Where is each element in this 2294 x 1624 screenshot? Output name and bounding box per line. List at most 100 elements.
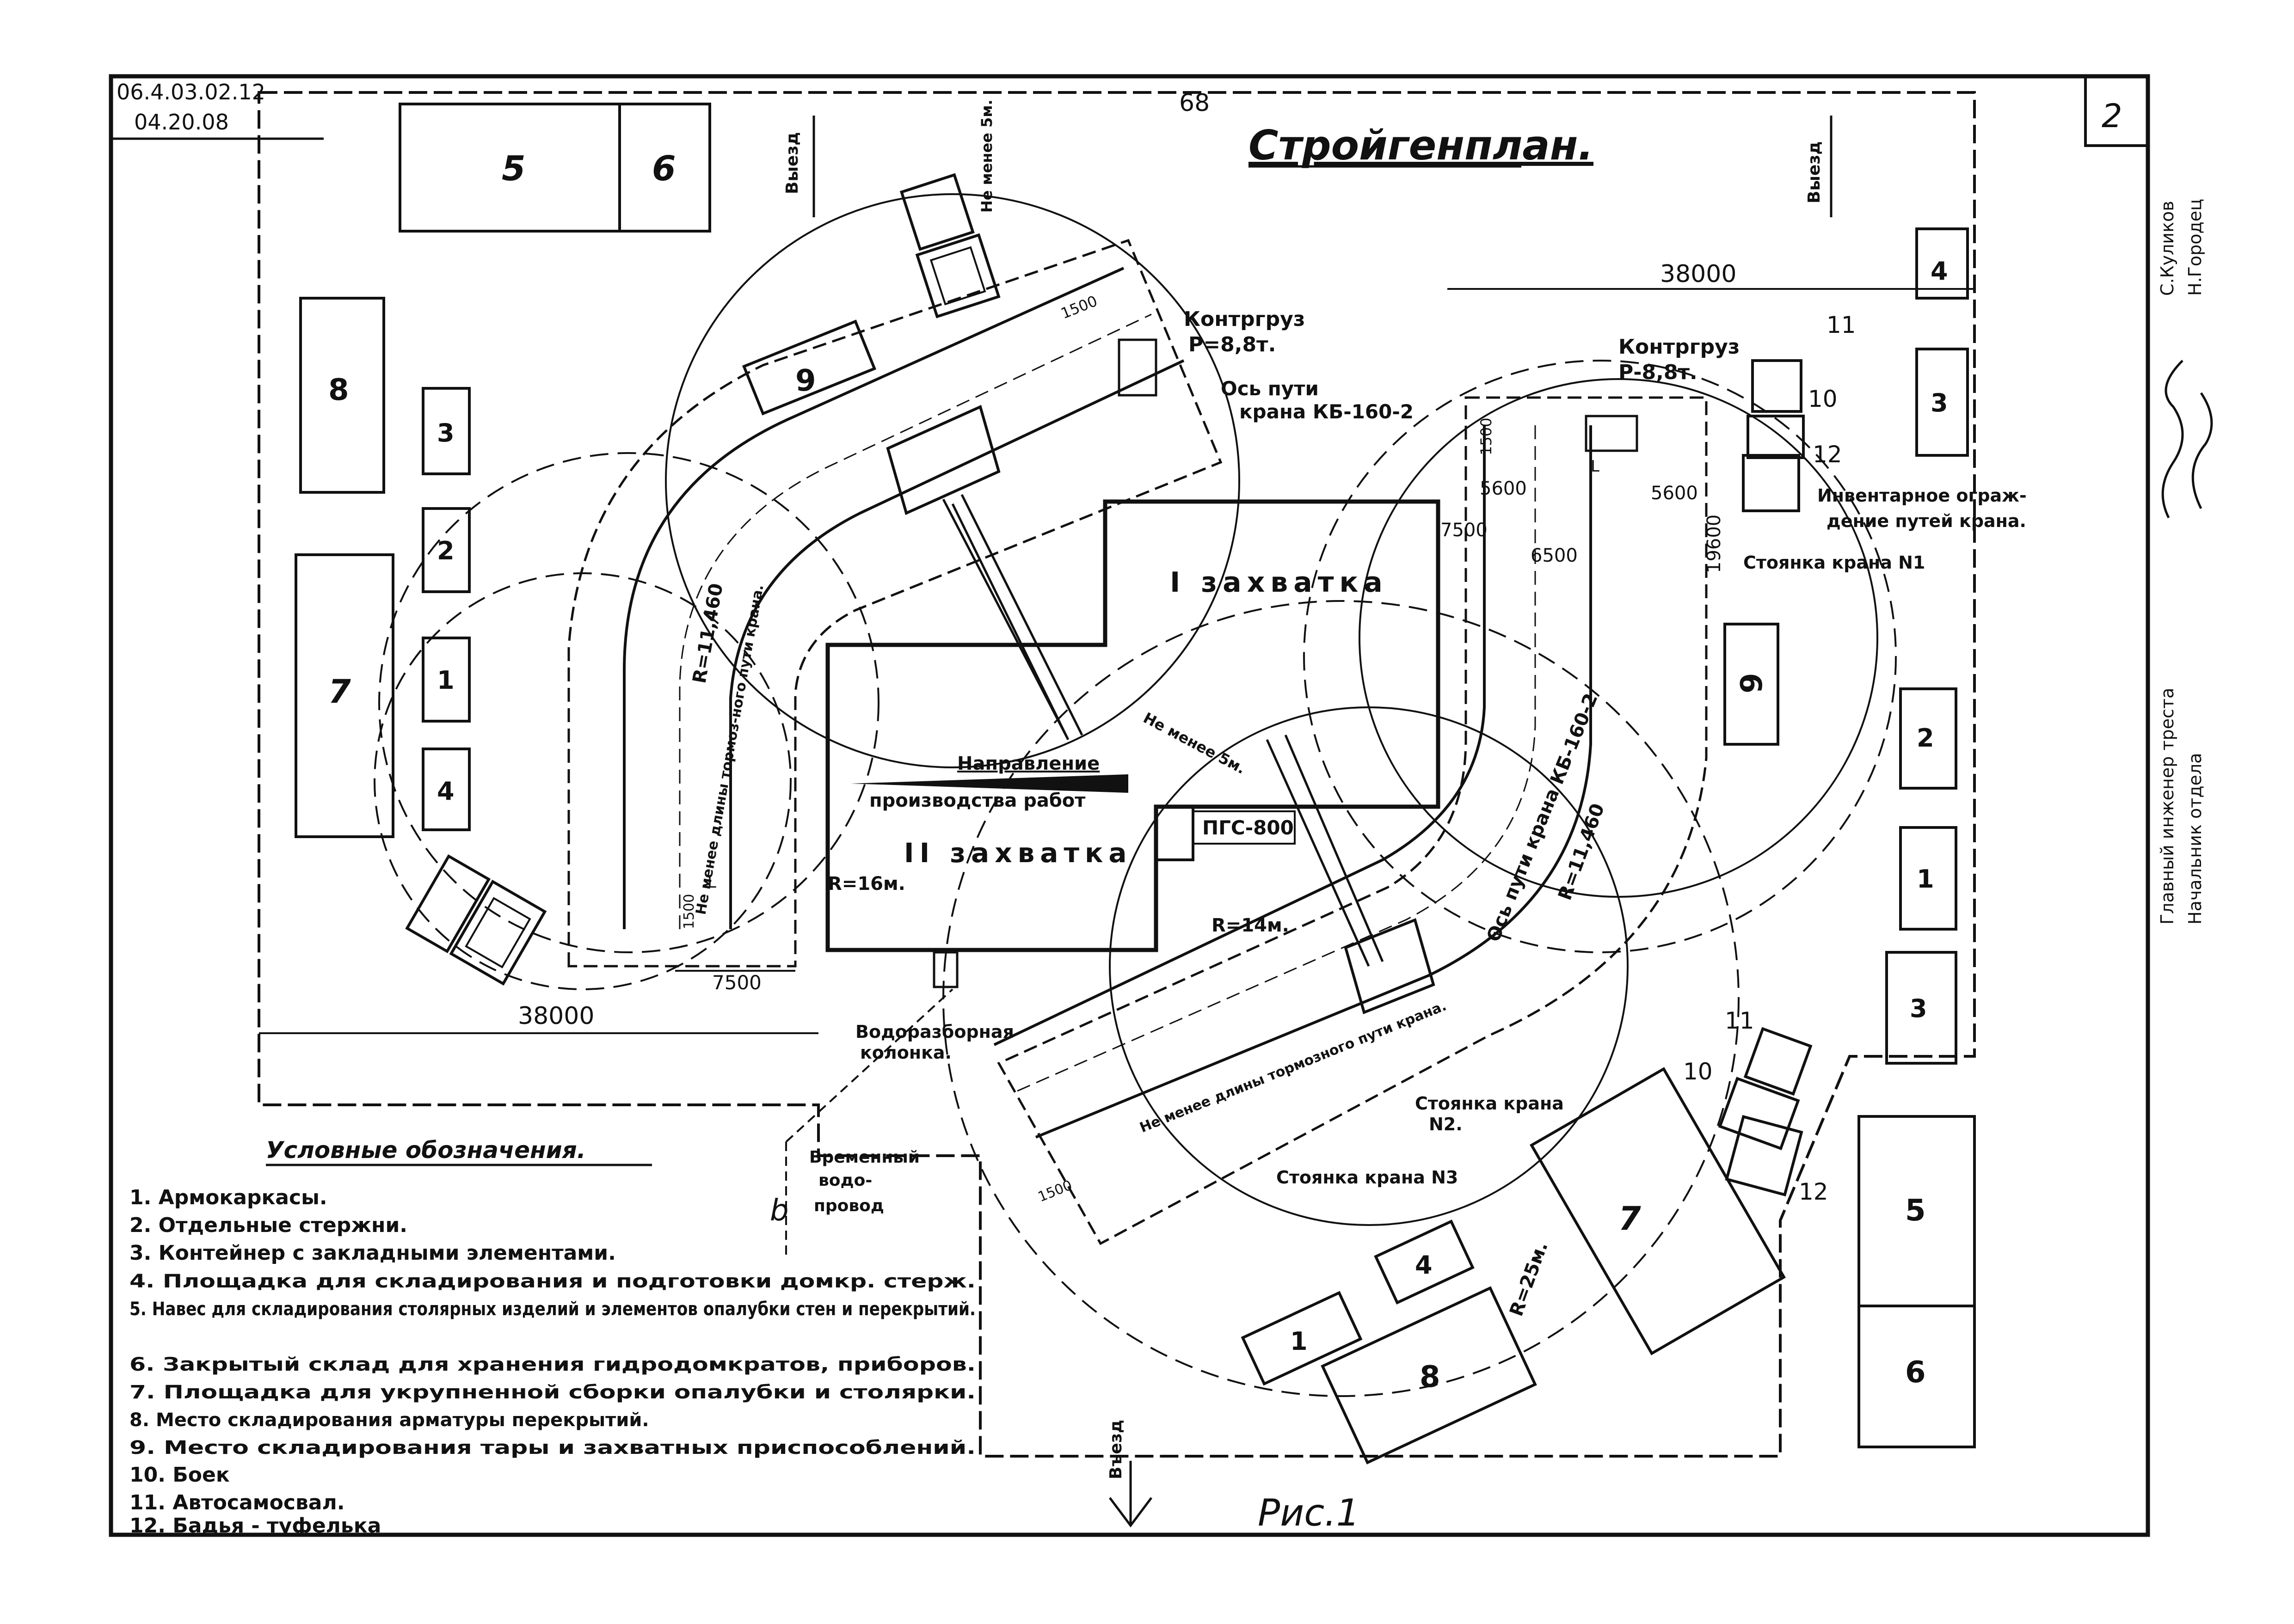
dump-truck-right-bottom <box>1718 1027 1813 1151</box>
zone-2-label: II захватка <box>904 837 1132 869</box>
area-3-label-left: 3 <box>437 418 455 447</box>
dim-38000-bottom: 38000 <box>518 1002 594 1030</box>
crane-track-right-axis <box>1017 425 1536 1092</box>
dim-1500-left: 1500 <box>681 894 697 929</box>
area-2-label-left: 2 <box>437 536 455 565</box>
dim-6500: 6500 <box>1531 545 1578 566</box>
legend-item: 5. Навес для складирования столярных изд… <box>129 1299 976 1320</box>
counterweight-right-label: Контргруз <box>1618 335 1740 359</box>
dim-38000-top: 38000 <box>1660 260 1736 288</box>
fence-label-1: Инвентарное ограж- <box>1817 485 2027 506</box>
legend-item: 2. Отдельные стержни. <box>129 1213 407 1237</box>
signature-block: Главный инженер треста Начальник отдела … <box>2157 199 2213 925</box>
area-6-label-bottom: 6 <box>1905 1355 1926 1390</box>
chief-engineer-name: С.Куликов <box>2157 201 2177 296</box>
dim-1500-top: 1500 <box>1058 292 1100 323</box>
forge-pad-right-top <box>1742 454 1800 512</box>
sheet-number: 2 <box>2102 97 2122 135</box>
figure-caption: Рис.1 <box>1258 1491 1360 1534</box>
legend-item: 4. Площадка для складирования и подготов… <box>129 1271 976 1292</box>
dim-7500-left: 7500 <box>712 971 762 994</box>
area-5-label-bottom: 5 <box>1905 1194 1926 1228</box>
crane-reach-circle-left <box>374 572 792 990</box>
min-5m-top: Не менее 5м. <box>978 99 996 213</box>
legend-title: Условные обозначения. <box>266 1137 586 1164</box>
area-1-cages-right <box>1899 826 1957 931</box>
legend-item: 8. Место складирования арматуры перекрыт… <box>129 1410 649 1431</box>
radius-left-label: R=11,460 <box>689 582 727 685</box>
area-7-assembly-bottom <box>1530 1067 1786 1355</box>
crane-track-left-axis <box>679 313 1152 929</box>
area-3-container-right-bottom <box>1885 951 1957 1065</box>
crane-stop-1: Стоянка крана N1 <box>1743 552 1925 573</box>
pipe-label-1: Временный <box>809 1148 920 1167</box>
area-6-label-top: 6 <box>652 149 676 189</box>
dept-head-role: Начальник отдела <box>2185 753 2205 925</box>
dept-head-name: Н.Городец <box>2185 199 2205 296</box>
area-2-bars-right <box>1899 687 1957 790</box>
mark-L-left: L <box>707 873 716 892</box>
dim-1500-right: 1500 <box>1477 418 1495 455</box>
min-5m-mid: Не менее 5м. <box>1140 709 1248 778</box>
crane-stop-2a: Стоянка крана <box>1415 1093 1564 1114</box>
drawing-frame <box>109 74 2150 1537</box>
area-11-label-top: 11 <box>1827 312 1856 338</box>
signature-scribble <box>2161 360 2213 519</box>
area-8-label-left: 8 <box>328 373 349 407</box>
area-9-label-right: 9 <box>1735 673 1769 693</box>
dim-1500-bottom: 1500 <box>1036 1177 1075 1205</box>
crane-axis-left-1: Ось пути <box>1221 377 1319 400</box>
area-1-label-left: 1 <box>437 666 455 695</box>
area-6-warehouse-bottom <box>1857 1305 1976 1448</box>
direction-label-2: производства работ <box>869 790 1086 811</box>
exit-label-top-right: Выезд <box>1805 141 1824 203</box>
crane-reach-circle-right-outer <box>1303 360 1897 953</box>
direction-arrow <box>851 774 1128 793</box>
radius-25-label: R=25м. <box>1506 1239 1552 1319</box>
doc-code: 06.4.03.02.12 <box>117 80 265 104</box>
crane-track-left-fence <box>567 239 1223 968</box>
area-3-label-right-bottom: 3 <box>1910 994 1927 1023</box>
crane-track-left-outer <box>623 267 1125 929</box>
area-12-label-bottom: 12 <box>1799 1178 1828 1205</box>
area-9-top <box>742 319 877 416</box>
crane-reach-circle-top <box>665 193 1240 768</box>
sheet-number-box <box>2084 75 2149 147</box>
counterweight-right-box <box>1585 415 1638 452</box>
counterweight-left-box <box>1118 338 1157 397</box>
counterweight-left-value: Р=8,8т. <box>1188 333 1276 356</box>
crane-track-left-inner <box>729 359 1185 929</box>
crane-stop-3: Стоянка крана N3 <box>1276 1167 1458 1188</box>
pgs800-label: ПГС-800 <box>1202 816 1294 839</box>
legend-item: 11. Автосамосвал. <box>129 1491 344 1514</box>
area-4-label-bottom: 4 <box>1415 1250 1433 1280</box>
area-1-cages-left <box>422 637 471 723</box>
legend-list: 1. Армокаркасы. 2. Отдельные стержни. 3.… <box>129 1186 976 1538</box>
legend-item: 12. Бадья - туфелька <box>129 1514 381 1538</box>
counterweight-right-value: Р-8,8т. <box>1618 361 1697 384</box>
area-2-bars-left <box>422 507 471 593</box>
crane-boom-bottom <box>1266 735 1384 967</box>
crane-base-top <box>886 404 1001 515</box>
entry-arrow-bottom <box>1109 1461 1152 1528</box>
legend-item: 6. Закрытый склад для хранения гидродомк… <box>129 1354 976 1375</box>
legend-item: 10. Боек <box>129 1463 230 1487</box>
crane-boom-top <box>942 494 1083 741</box>
brake-note-bottom: Не менее длины тормозного пути крана. <box>1138 998 1449 1136</box>
legend-item: 9. Место складирования тары и захватных … <box>129 1437 976 1459</box>
legend-item: 3. Контейнер с закладными элементами. <box>129 1241 616 1265</box>
area-4-jack-rods-left <box>422 748 471 831</box>
area-8-rebar-left <box>299 297 385 494</box>
dim-5600-b: 5600 <box>1651 483 1698 504</box>
area-10-label-bottom: 10 <box>1683 1058 1713 1085</box>
radius-16-label: R=16м. <box>828 873 905 895</box>
hydrant-label-1: Водоразборная <box>855 1022 1014 1042</box>
area-12-label-top: 12 <box>1813 441 1842 468</box>
area-5-label-top: 5 <box>502 149 526 189</box>
area-2-label-right: 2 <box>1917 723 1934 753</box>
counterweight-left-label: Контргруз <box>1184 307 1305 331</box>
dump-truck-right-top <box>1747 359 1805 459</box>
area-4-label-left: 4 <box>437 777 455 806</box>
area-3-container-right-top <box>1915 348 1969 457</box>
